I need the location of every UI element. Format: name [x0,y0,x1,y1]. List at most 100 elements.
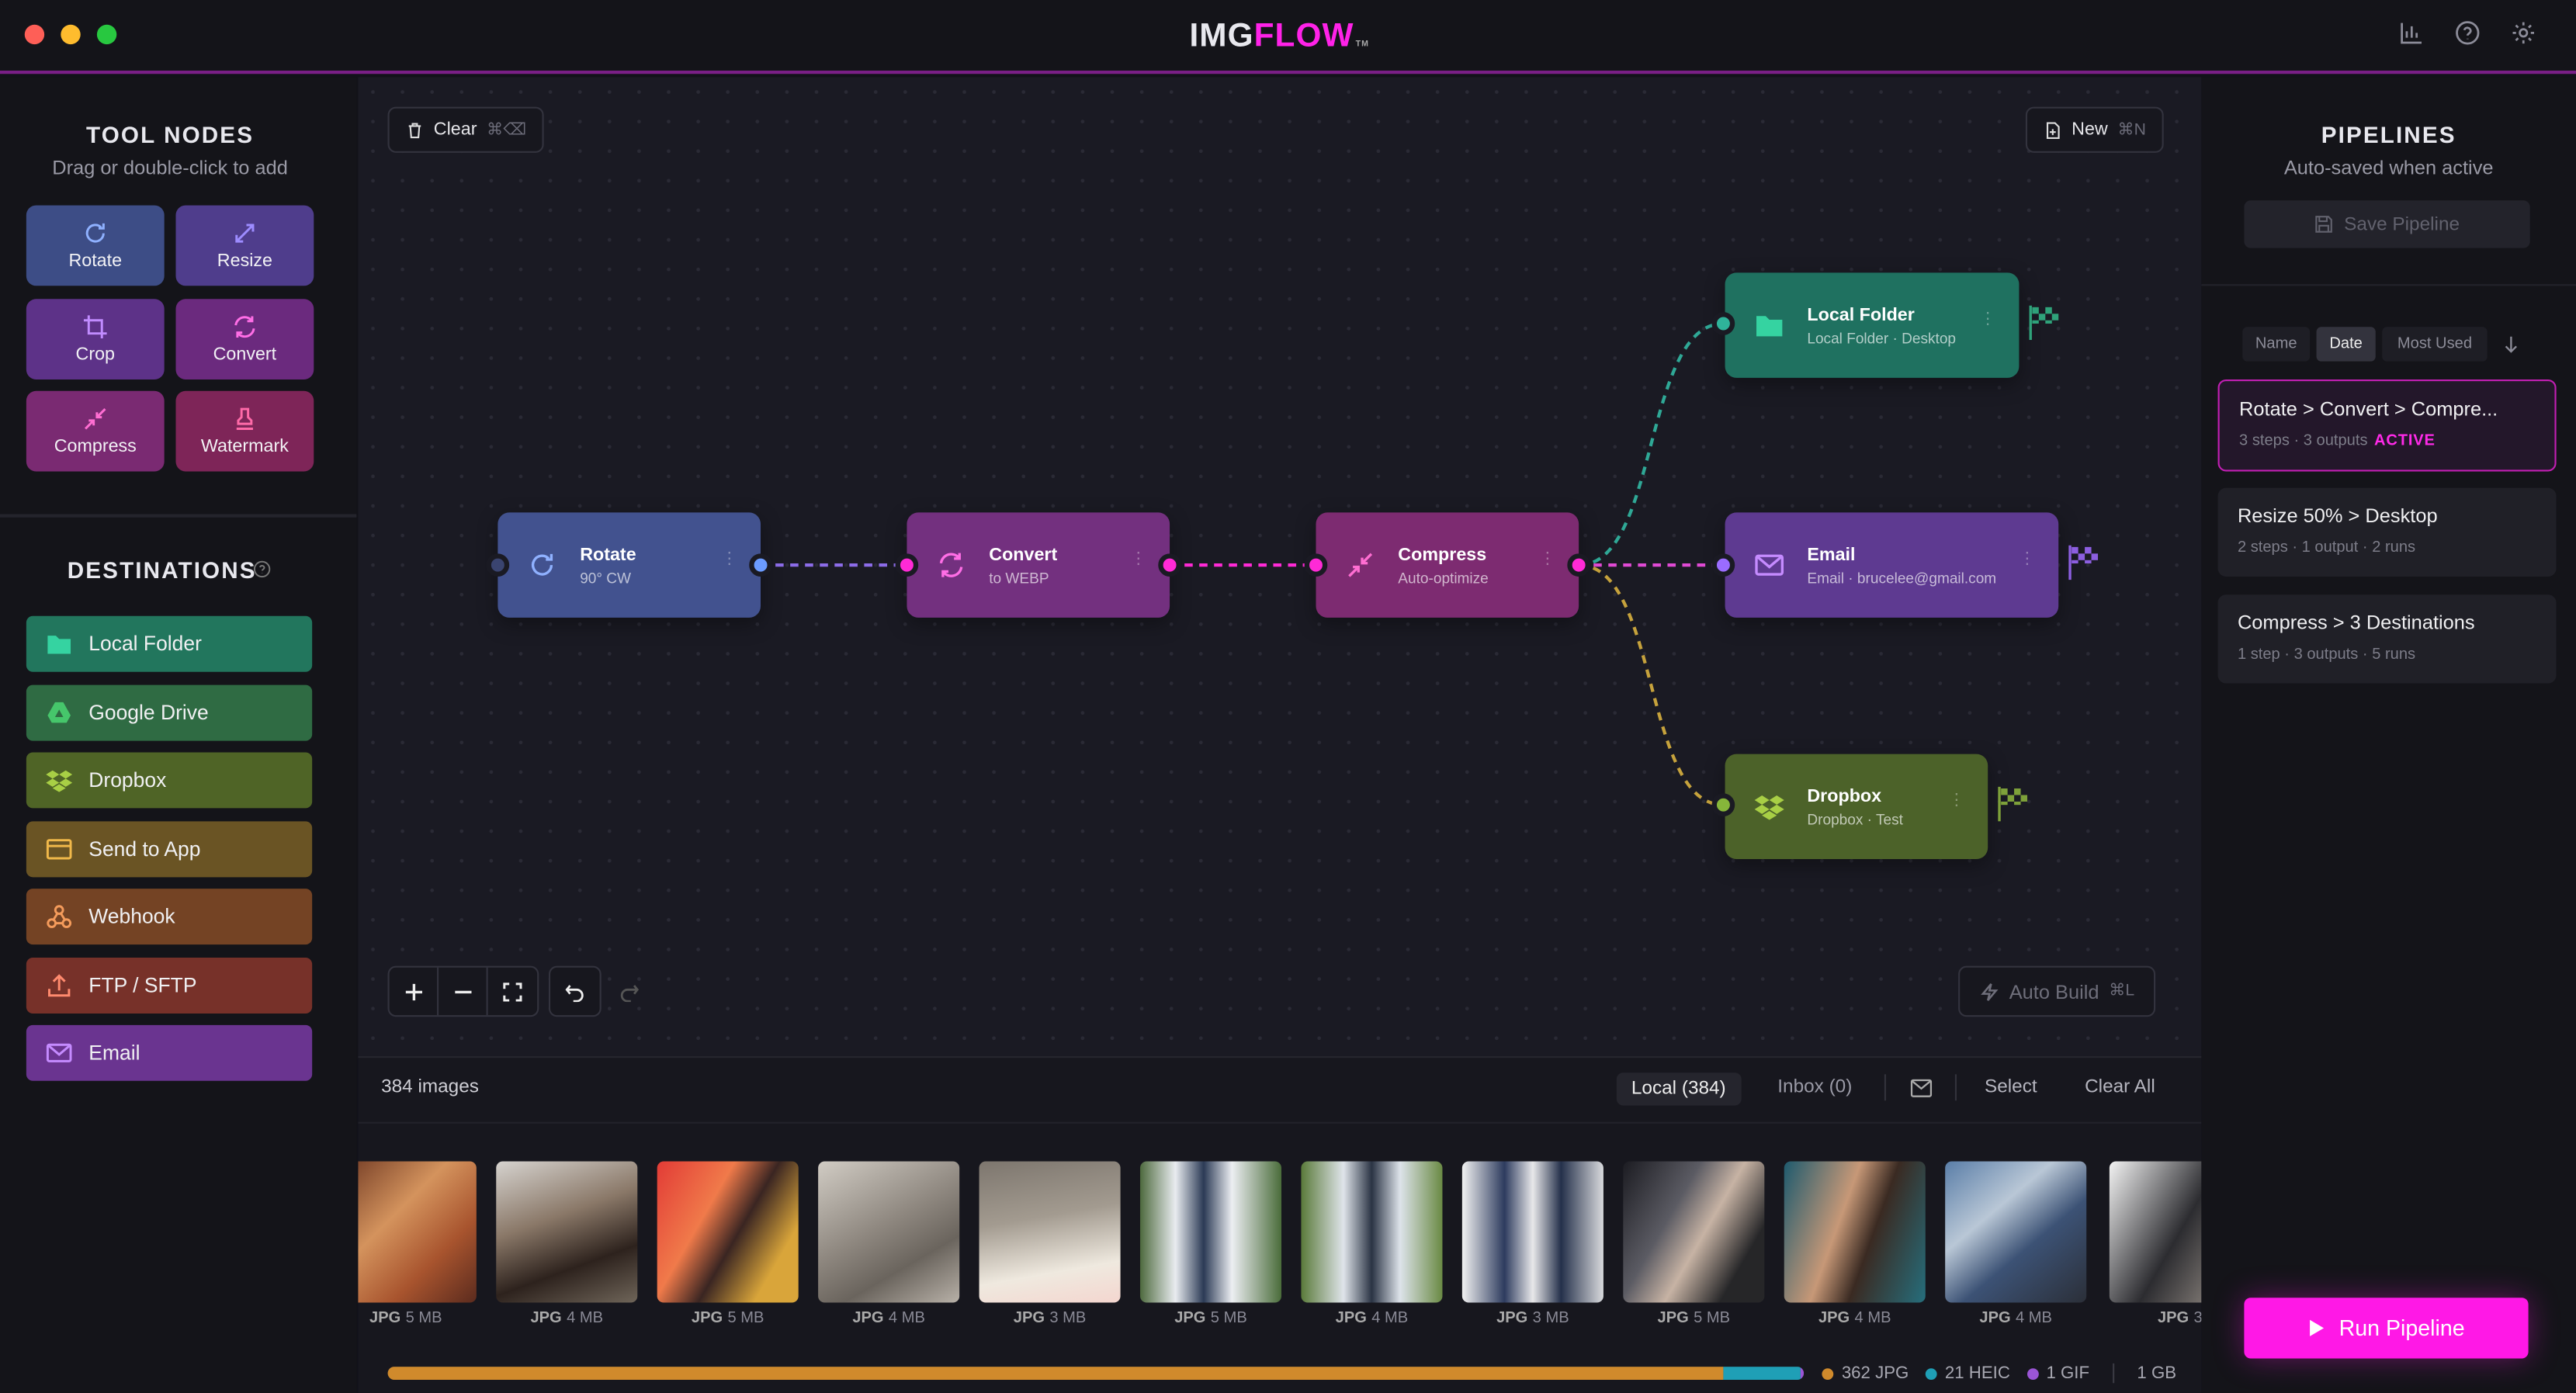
tool-compress[interactable]: Compress [26,390,165,472]
destination-dropbox[interactable]: Dropbox [26,752,313,809]
destinations-help-icon[interactable] [253,560,271,578]
resize-icon [235,224,255,243]
image-thumbnail[interactable] [818,1161,960,1303]
drag-handle-icon[interactable]: ⋮ [1948,792,1965,810]
trash-icon [408,122,421,138]
tool-watermark[interactable]: Watermark [175,390,314,472]
node-input-port[interactable] [895,553,919,577]
new-pipeline-button[interactable]: New⌘N [2025,106,2165,153]
undo-button[interactable] [548,965,602,1017]
node-output-port[interactable] [1567,553,1590,577]
image-thumbnail[interactable] [1784,1161,1926,1303]
minimize-window-button[interactable] [61,24,81,45]
node-input-port[interactable] [486,553,510,577]
dropbox-icon [1754,795,1784,820]
tab-local[interactable]: Local (384) [1616,1072,1741,1106]
clear-canvas-button[interactable]: Clear⌘⌫ [387,106,545,153]
sort-by-name[interactable]: Name [2242,327,2311,362]
destination-google-drive[interactable]: Google Drive [26,684,313,741]
mail-icon[interactable] [1910,1079,1933,1097]
maximize-window-button[interactable] [96,24,117,45]
node-input-port[interactable] [1711,553,1735,577]
stats-icon[interactable] [2398,19,2425,46]
zoom-in-button[interactable] [390,967,439,1016]
image-thumbnail[interactable] [1945,1161,2087,1303]
drag-handle-icon[interactable]: ⋮ [1979,310,1996,329]
folder-icon [1756,316,1783,337]
destination-send-to-app[interactable]: Send to App [26,821,313,878]
jpg-legend-dot [1822,1367,1834,1379]
destination-email[interactable]: Email [26,1024,313,1081]
image-thumbnail[interactable] [1461,1161,1603,1303]
storage-legend: 362 JPG 21 HEIC 1 GIF 1 GB [1822,1363,2177,1384]
node-output-port[interactable] [749,553,772,577]
destination-webhook[interactable]: Webhook [26,889,313,945]
drag-handle-icon[interactable]: ⋮ [1539,550,1556,569]
fit-view-button[interactable] [488,968,538,1015]
destination-local-folder[interactable]: Local Folder [26,615,313,672]
tool-rotate[interactable]: Rotate [26,205,165,286]
tool-resize[interactable]: Resize [175,205,314,286]
tool-crop[interactable]: Crop [26,299,165,379]
storage-total: 1 GB [2137,1363,2177,1384]
undo-icon [565,984,584,1002]
google-drive-icon [47,702,71,723]
finish-flag-icon [2029,305,2059,341]
sort-direction-arrow-icon[interactable] [2502,335,2520,353]
sort-by-most-used[interactable]: Most Used [2382,327,2488,362]
auto-build-button[interactable]: Auto Build⌘L [1958,965,2156,1017]
drag-handle-icon[interactable]: ⋮ [2019,550,2036,569]
pipeline-card[interactable]: Resize 50% > Desktop 2 steps · 1 output … [2217,487,2557,577]
minus-icon [454,989,471,993]
pipeline-card[interactable]: Compress > 3 Destinations 1 step · 3 out… [2217,594,2557,684]
sort-by-date[interactable]: Date [2316,327,2376,362]
destination-ftp[interactable]: FTP / SFTP [26,958,313,1014]
redo-button[interactable] [606,966,652,1017]
node-input-port[interactable] [1304,553,1328,577]
select-button[interactable]: Select [1984,1077,2037,1097]
image-thumbnail[interactable] [2109,1161,2202,1303]
save-disk-icon [2314,216,2332,233]
help-icon[interactable] [2454,19,2481,46]
drag-handle-icon[interactable]: ⋮ [1130,550,1147,569]
save-pipeline-button[interactable]: Save Pipeline [2244,200,2530,248]
image-thumbnail[interactable] [1623,1161,1765,1303]
mail-icon [46,1043,72,1062]
tool-convert[interactable]: Convert [175,299,314,379]
image-thumbnail[interactable] [657,1161,799,1303]
close-window-button[interactable] [24,24,45,45]
tab-inbox[interactable]: Inbox (0) [1777,1077,1853,1097]
settings-gear-icon[interactable] [2510,19,2536,46]
folder-icon [47,636,71,654]
app-window-icon [46,839,72,860]
tray-header [358,1058,2202,1124]
image-thumbnail[interactable] [1139,1161,1282,1303]
pipeline-card-active[interactable]: Rotate > Convert > Compre... 3 steps · 3… [2217,379,2557,472]
node-input-port[interactable] [1711,793,1735,816]
image-thumbnail[interactable] [496,1161,638,1303]
node-input-port[interactable] [1711,312,1735,335]
zoom-out-button[interactable] [439,967,488,1016]
drag-handle-icon[interactable]: ⋮ [721,550,738,569]
crop-icon [83,315,107,339]
image-thumbnail[interactable] [358,1161,477,1303]
destinations-title: DESTINATIONS [67,556,257,584]
image-count: 384 images [381,1077,479,1097]
play-icon [2309,1319,2324,1336]
heic-legend-dot [1925,1367,1937,1379]
run-pipeline-button[interactable]: Run Pipeline [2244,1298,2529,1359]
image-thumbnail[interactable] [979,1161,1121,1303]
clear-all-button[interactable]: Clear All [2085,1077,2155,1097]
image-thumbnail[interactable] [1301,1161,1443,1303]
node-output-port[interactable] [1158,553,1181,577]
